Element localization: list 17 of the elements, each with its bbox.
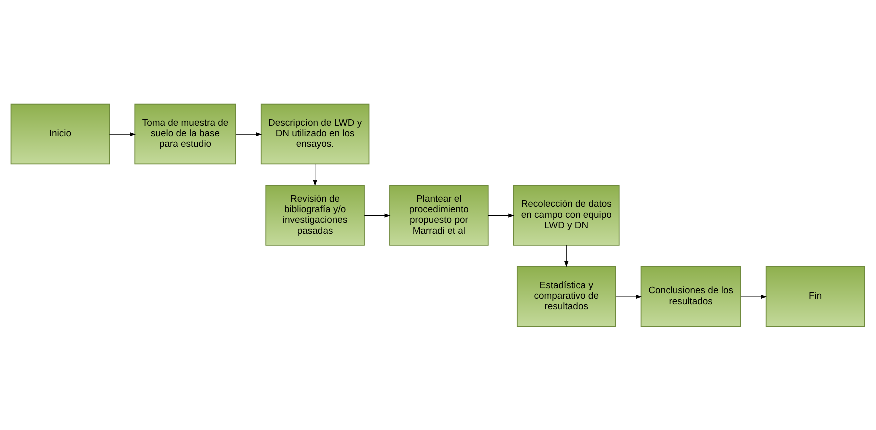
node-box: Revisión de bibliografía y/o investigaciones pasadas — [266, 184, 365, 246]
arrow — [364, 213, 391, 218]
node-box: Toma de muestra de suelo de la base para estudio — [134, 103, 236, 164]
node-box: Plantear el procedimiento propuesto por Marradi et al — [390, 184, 489, 246]
node-box: Estadística y comparativo de resultados — [516, 266, 616, 327]
node-box: Recolección de datos en campo con equipo LWD y DN — [513, 184, 620, 246]
node-box: Conclusiones de los resultados — [640, 266, 742, 327]
arrow — [236, 132, 262, 136]
node-box: Descripcíon de LWD y DN utilizado en los ensayos. — [260, 103, 370, 164]
arrow — [564, 244, 569, 267]
arrow — [313, 164, 318, 186]
arrow — [616, 294, 642, 299]
node-box: Fin — [766, 266, 866, 327]
arrow — [740, 294, 768, 299]
arrow — [109, 132, 136, 136]
node-box: Inicio — [10, 103, 110, 164]
arrow — [488, 213, 515, 218]
